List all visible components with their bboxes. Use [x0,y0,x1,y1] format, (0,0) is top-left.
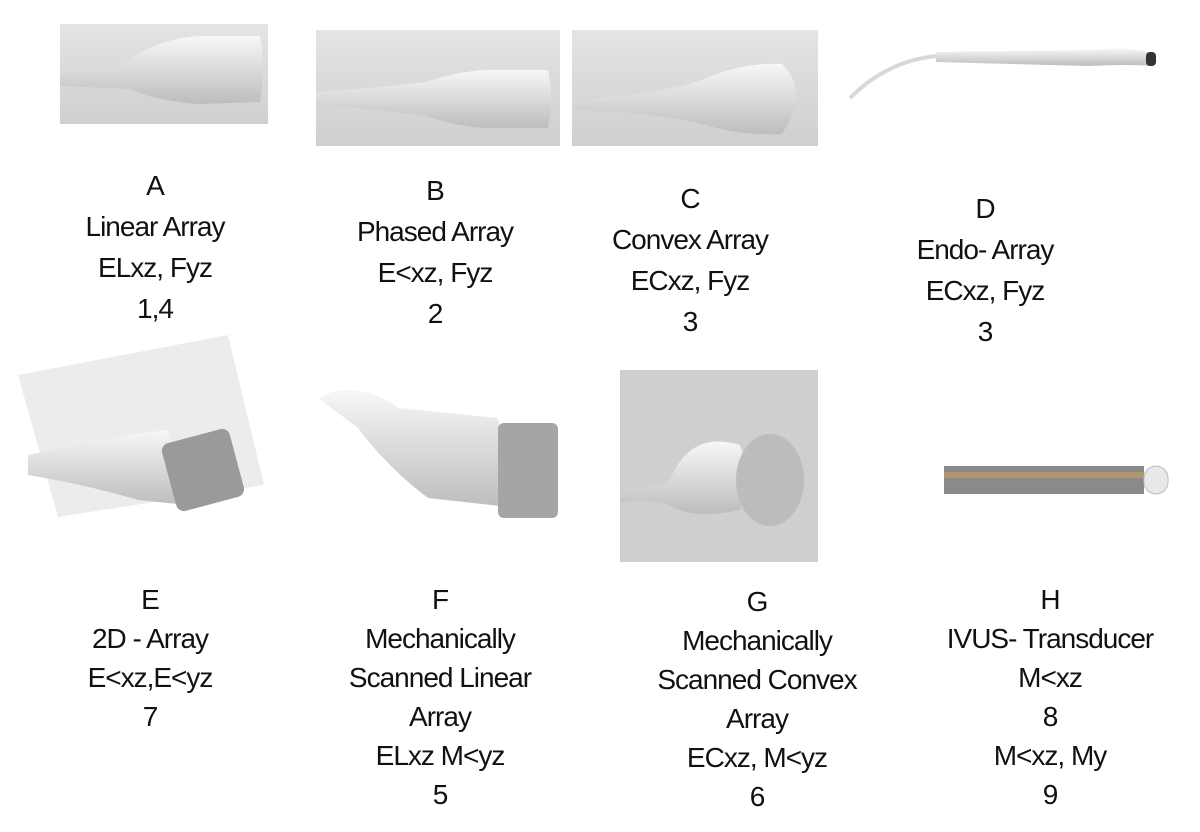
caption-line: Phased Array [356,216,514,247]
panel-letter: B [426,175,445,206]
caption-line: M<xz [1018,662,1083,693]
caption-line: 7 [142,701,159,732]
caption-d: D Endo- Array ECxz, Fyz 3 [835,188,1135,352]
caption-line: 1,4 [137,293,174,324]
caption-line: ELxz M<yz [375,740,506,771]
caption-f: F Mechanically Scanned Linear Array ELxz… [290,580,590,814]
caption-line: Array [409,701,472,732]
caption-line: 8 [1042,701,1059,732]
caption-line: 3 [682,306,699,337]
caption-line: Linear Array [85,211,226,242]
caption-line: 9 [1042,779,1059,810]
caption-line: E<xz,E<yz [87,662,214,693]
mechanically-scanned-convex-probe-image [620,370,818,562]
caption-e: E 2D - Array E<xz,E<yz 7 [0,580,300,736]
panel-letter: G [746,586,769,617]
panel-letter: A [146,170,165,201]
caption-line: 2D - Array [91,623,209,654]
caption-line: Mechanically [682,625,833,656]
caption-line: Scanned Linear [348,662,532,693]
caption-line: ECxz, M<yz [686,742,828,773]
panel-letter: C [680,183,700,214]
caption-line: Mechanically [365,623,516,654]
caption-line: ECxz, Fyz [630,265,751,296]
caption-line: E<xz, Fyz [377,257,494,288]
caption-line: 5 [432,779,449,810]
linear-array-probe-image [60,24,268,124]
caption-line: 6 [749,781,766,812]
caption-line: ECxz, Fyz [925,275,1046,306]
caption-line: ELxz, Fyz [98,252,213,283]
caption-h: H IVUS- Transducer M<xz 8 M<xz, My 9 [900,580,1200,814]
caption-line: M<xz, My [993,740,1108,771]
panel-letter: F [431,584,449,615]
phased-array-probe-image [316,30,560,146]
caption-line: Scanned Convex [657,664,857,695]
caption-line: Endo- Array [916,234,1055,265]
caption-a: A Linear Array ELxz, Fyz 1,4 [5,165,305,329]
caption-line: Convex Array [611,224,769,255]
caption-line: 2 [427,298,444,329]
panel-letter: H [1040,584,1060,615]
caption-line: 3 [977,316,994,347]
2d-array-probe-image [18,335,264,517]
caption-b: B Phased Array E<xz, Fyz 2 [285,170,585,334]
convex-array-probe-image [572,30,818,146]
ivus-transducer-image [944,465,1169,495]
endo-array-probe-image [848,48,1156,100]
caption-line: Array [726,703,789,734]
caption-line: IVUS- Transducer [946,623,1155,654]
mechanically-scanned-linear-probe-image [318,390,558,518]
panel-letter: E [141,584,160,615]
caption-g: G Mechanically Scanned Convex Array ECxz… [607,582,907,816]
panel-letter: D [975,193,995,224]
caption-c: C Convex Array ECxz, Fyz 3 [540,178,840,342]
